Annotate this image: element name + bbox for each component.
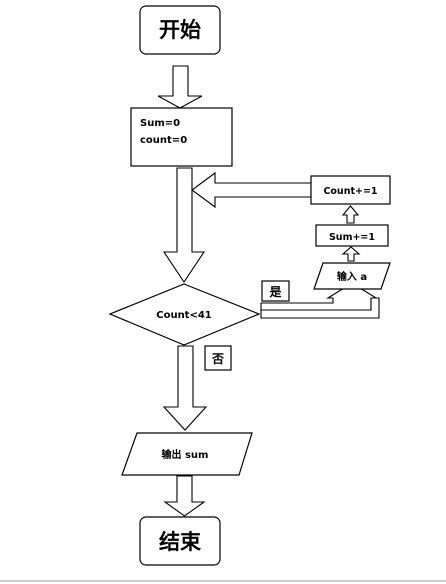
arrow-start-to-init <box>157 65 203 109</box>
arrow-sum-to-count <box>341 205 360 224</box>
input-node <box>313 262 391 290</box>
end-label: 结束 <box>159 530 202 554</box>
arrow-no-to-output <box>162 345 208 431</box>
sum-update-node <box>315 224 389 247</box>
start-label: 开始 <box>159 18 201 42</box>
arrow-output-to-end <box>163 475 206 517</box>
arrow-loop-back <box>191 171 312 209</box>
output-label: 输出 sum <box>162 448 209 461</box>
init-label-sum: Sum=0 <box>140 118 180 129</box>
yes-label-box <box>261 280 290 302</box>
init-label-count: count=0 <box>140 135 187 146</box>
start-node <box>139 5 221 55</box>
arrow-init-to-decision <box>162 167 206 283</box>
decision-label: Count<41 <box>156 310 212 321</box>
end-node <box>139 516 221 566</box>
sum-update-label: Sum+=1 <box>329 232 375 243</box>
output-node <box>121 432 253 476</box>
no-label: 否 <box>211 352 224 366</box>
no-label-box <box>204 345 232 371</box>
arrow-yes-channel <box>260 297 380 319</box>
decision-node <box>108 283 261 346</box>
count-update-label: Count+=1 <box>323 186 377 197</box>
input-label: 输入 a <box>337 270 367 283</box>
arrow-input-to-sum <box>341 246 361 262</box>
count-update-node <box>310 175 391 205</box>
yes-label: 是 <box>268 285 282 299</box>
init-node <box>130 107 233 167</box>
